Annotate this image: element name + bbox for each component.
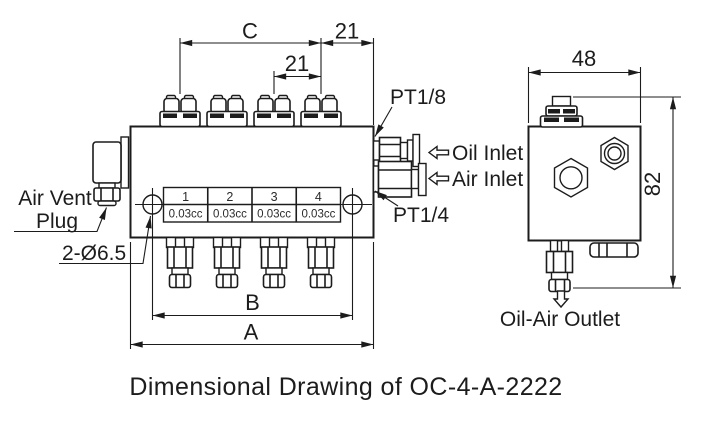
side-view: 48 82 Oil-Air Outlet <box>500 46 681 331</box>
mounting-hole-left <box>135 188 169 320</box>
dim-a-label: A <box>244 320 259 345</box>
air-vent-label-line2: Plug <box>36 210 78 233</box>
dim-82-label: 82 <box>640 172 665 196</box>
dimension-82: 82 <box>573 96 681 289</box>
dimension-48: 48 <box>527 46 642 123</box>
dimension-c: C <box>179 19 322 94</box>
air-inlet-label: Air Inlet <box>452 168 523 191</box>
mounting-hole-right <box>334 188 372 320</box>
bottom-outlet-2 <box>212 236 242 289</box>
bottom-outlet-1 <box>165 236 195 289</box>
air-inlet-arrow-icon <box>427 171 450 186</box>
port-pt14-callout: PT1/4 <box>374 190 449 227</box>
dim-21-end-label: 21 <box>335 19 359 44</box>
dim-b-label: B <box>245 290 260 315</box>
side-top-fitting <box>539 95 584 128</box>
side-port-large <box>553 157 589 198</box>
oil-air-outlet-label: Oil-Air Outlet <box>500 308 620 331</box>
dimension-21-end: 21 <box>320 19 375 125</box>
dim-21-inner-label: 21 <box>285 51 309 76</box>
side-bottom-outlet <box>545 239 574 293</box>
metering-table: 1 2 3 4 0.03cc 0.03cc 0.03cc 0.03cc <box>162 186 342 223</box>
bottom-outlet-3 <box>259 236 289 289</box>
port-pt18-callout: PT1/8 <box>374 86 446 137</box>
table-outlet-3: 3 <box>271 190 278 204</box>
table-capacity-4: 0.03cc <box>301 209 335 221</box>
oil-air-outlet-arrow-icon <box>552 290 570 309</box>
table-outlet-2: 2 <box>226 190 233 204</box>
table-outlet-1: 1 <box>182 190 189 204</box>
top-fitting-2 <box>206 94 248 128</box>
table-outlet-4: 4 <box>315 190 322 204</box>
table-capacity-2: 0.03cc <box>213 209 247 221</box>
dimension-21-inner: 21 <box>273 51 322 94</box>
side-port-small <box>600 136 629 171</box>
air-vent-plug-assembly <box>92 136 130 207</box>
drawing-title: Dimensional Drawing of OC-4-A-2222 <box>129 373 562 401</box>
table-capacity-3: 0.03cc <box>257 209 291 221</box>
air-inlet-fitting <box>372 160 427 198</box>
top-fitting-3 <box>253 94 295 128</box>
dimension-b: B <box>152 290 353 319</box>
air-vent-label-line1: Air Vent <box>18 187 92 210</box>
dim-48-label: 48 <box>572 46 596 71</box>
dimension-a: A <box>129 242 375 349</box>
oil-inlet-arrow-icon <box>427 145 450 160</box>
air-vent-plug-callout: Air Vent Plug <box>14 187 108 233</box>
bottom-outlet-4 <box>306 236 336 289</box>
side-body <box>527 125 642 242</box>
pt18-label: PT1/8 <box>390 86 446 109</box>
mount-holes-callout: 2-Ø6.5 <box>59 215 152 265</box>
top-fitting-1 <box>159 94 201 128</box>
front-view: C 21 21 <box>14 19 523 349</box>
top-fitting-4 <box>300 94 342 128</box>
side-horizontal-plug <box>589 242 639 258</box>
dim-c-label: C <box>242 19 258 44</box>
pt14-label: PT1/4 <box>393 204 449 227</box>
oil-inlet-label: Oil Inlet <box>452 142 523 165</box>
mount-holes-label: 2-Ø6.5 <box>62 242 126 265</box>
table-capacity-1: 0.03cc <box>169 209 203 221</box>
